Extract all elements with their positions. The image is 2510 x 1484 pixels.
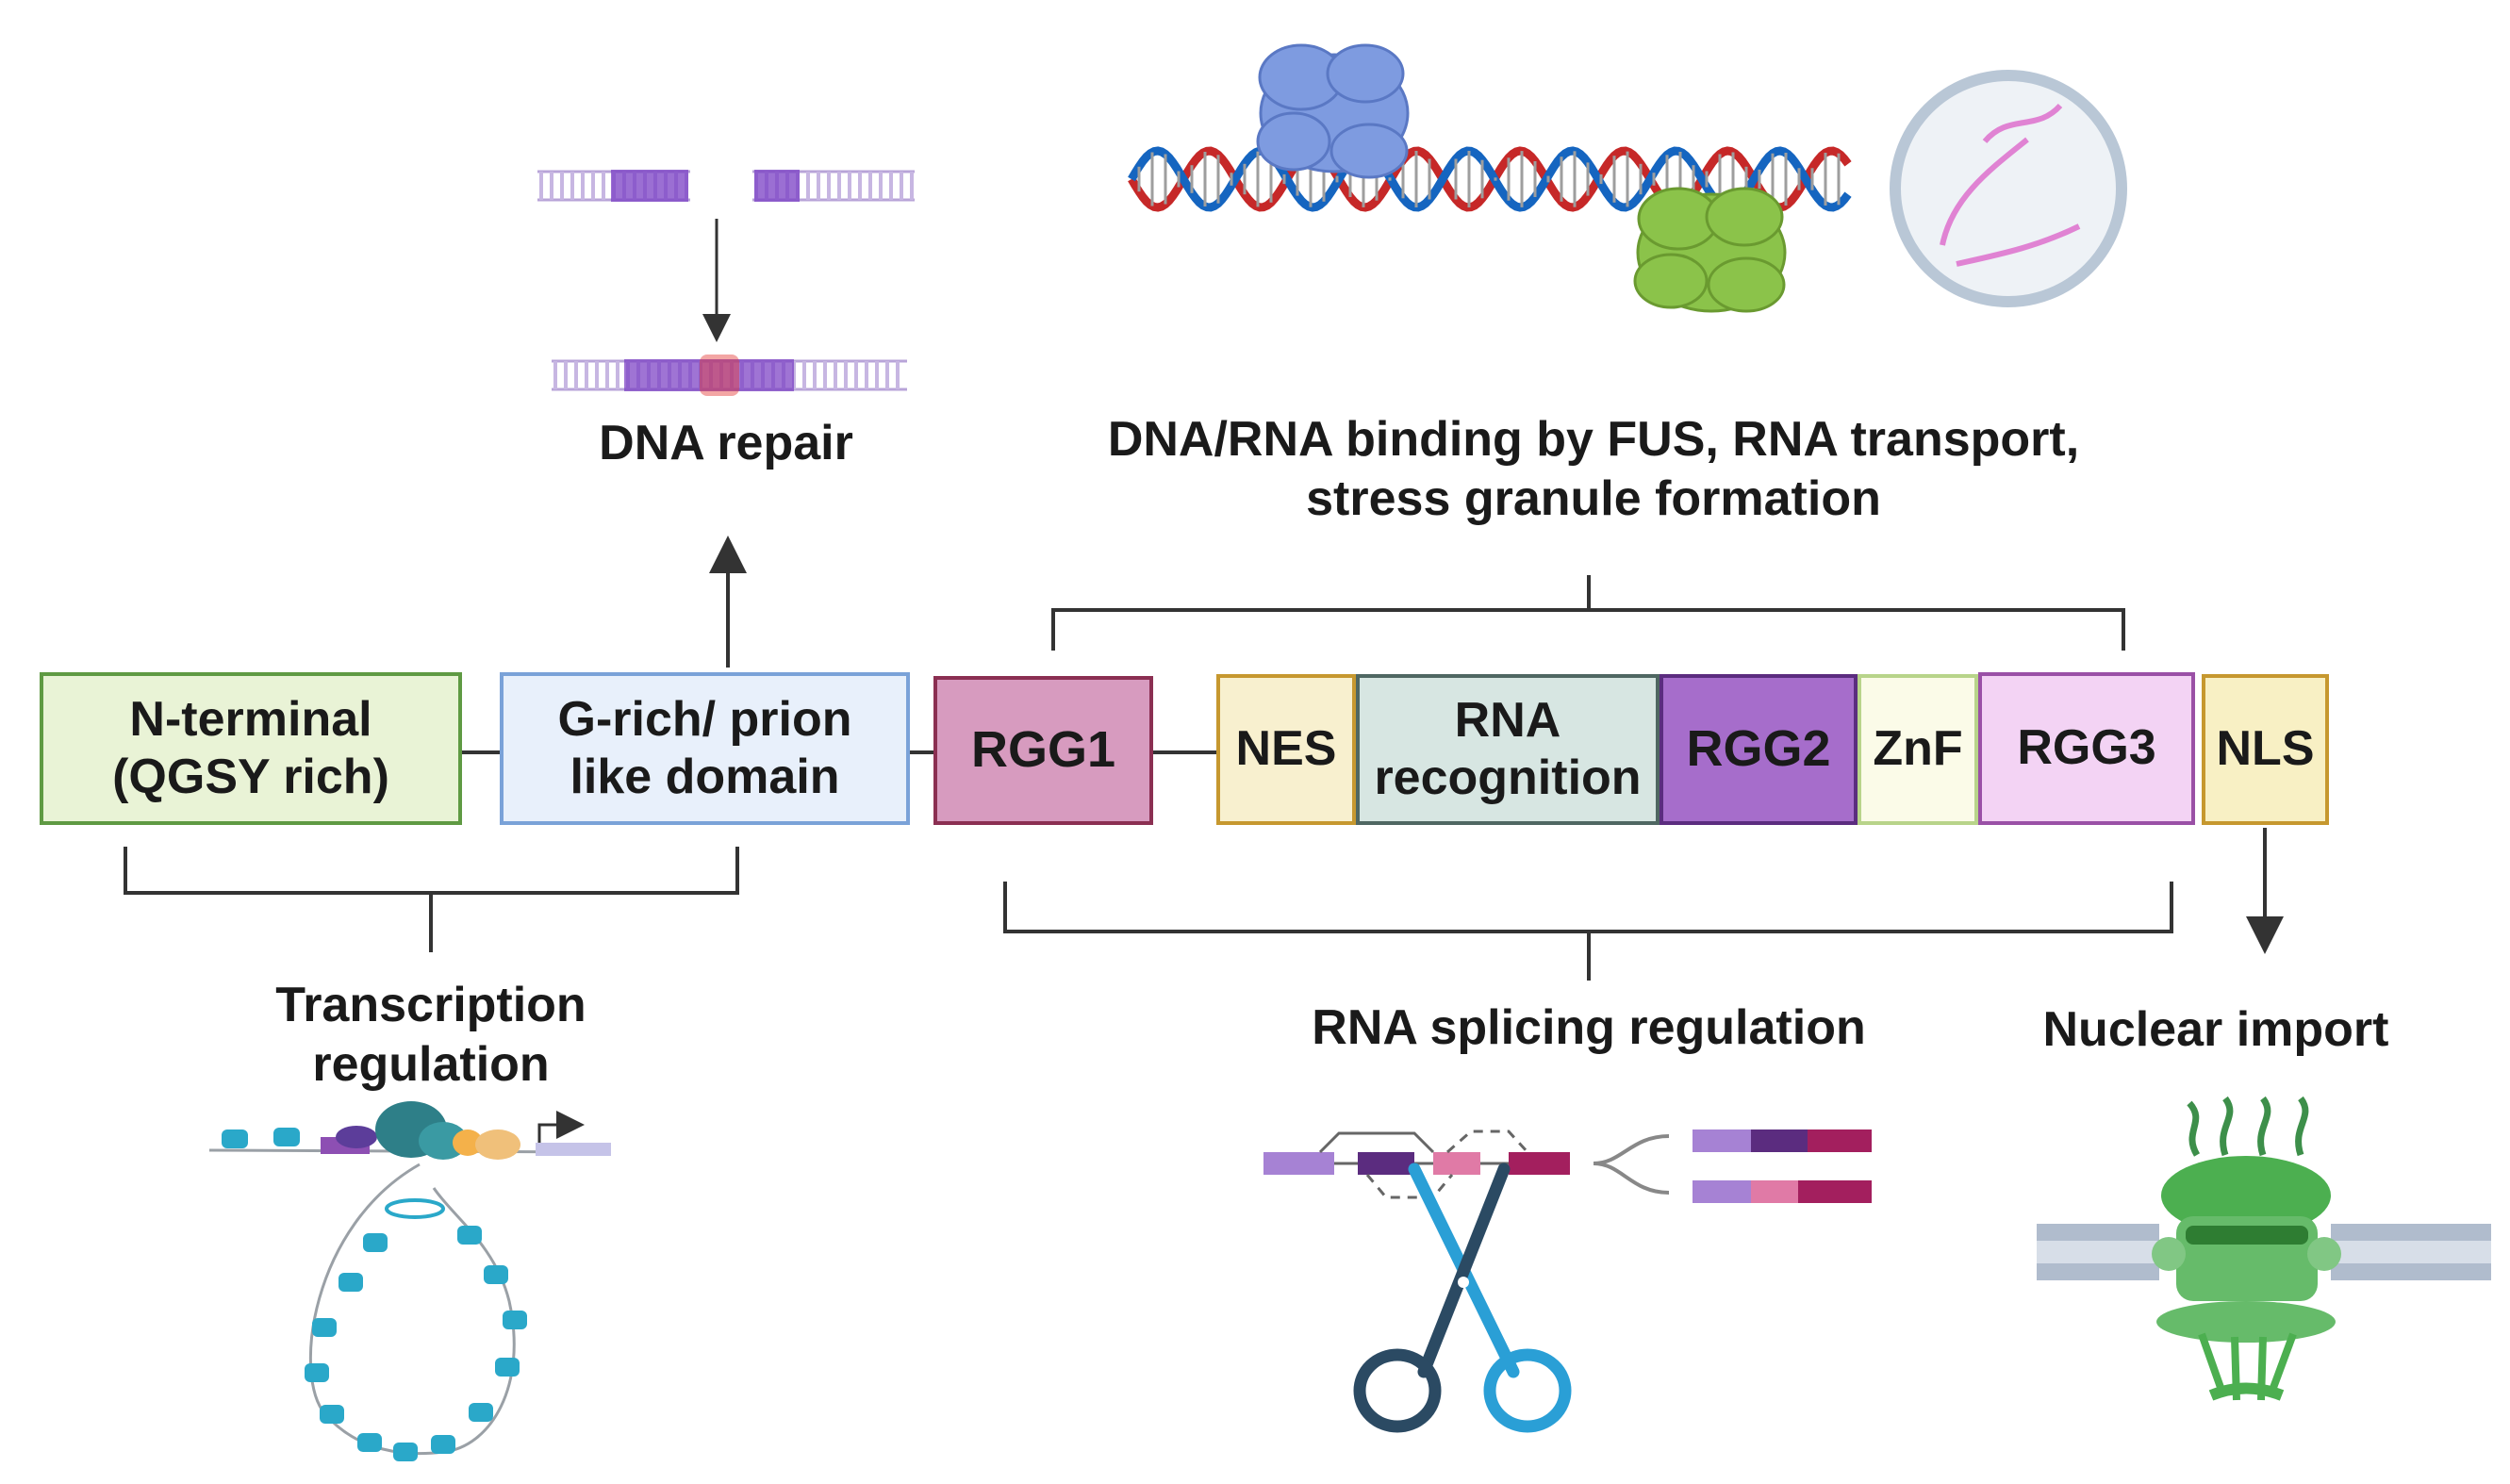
dna-repair-illustration (537, 170, 915, 396)
transcription-label-line2: regulation (312, 1037, 550, 1093)
rgg3-domain: RGG3 (1978, 672, 2195, 825)
splicing-illustration (1263, 1129, 1872, 1203)
transcription-label: Transcription regulation (233, 976, 629, 1096)
binding-label-line1: DNA/RNA binding by FUS, RNA transport, (1107, 412, 2080, 467)
rgg2-domain: RGG2 (1660, 674, 1858, 825)
rgg2-label: RGG2 (1686, 720, 1831, 778)
nes-label: NES (1235, 721, 1337, 777)
binding-bracket (1051, 575, 2125, 651)
binding-label: DNA/RNA binding by FUS, RNA transport, s… (1047, 410, 2140, 530)
transcription-label-line1: Transcription (275, 978, 586, 1032)
nuclear-import-label: Nuclear import (2042, 1002, 2389, 1057)
binding-label-line2: stress granule formation (1306, 471, 1881, 527)
znf-label: ZnF (1873, 721, 1963, 777)
g-rich-line1: G-rich/ prion (557, 691, 852, 747)
n-terminal-line1: N-terminal (129, 691, 372, 747)
nls-domain: NLS (2202, 674, 2329, 825)
znf-domain: ZnF (1858, 674, 1978, 825)
transcription-bracket (124, 847, 739, 952)
dna-helix-illustration (1128, 43, 1852, 313)
transcription-illustration (208, 1101, 611, 1461)
n-terminal-line2: (QGSY rich) (112, 750, 389, 804)
blue-protein-icon (1256, 43, 1410, 179)
rgg3-label: RGG3 (2017, 720, 2156, 776)
green-protein-icon (1633, 187, 1787, 313)
rna-recognition-line1: RNA (1454, 692, 1561, 748)
stress-granule-icon (1890, 70, 2127, 307)
nls-label: NLS (2216, 721, 2315, 777)
n-terminal-domain: N-terminal(QGSY rich) (40, 672, 462, 825)
splicing-label: RNA splicing regulation (1312, 1000, 1866, 1055)
nes-domain: NES (1216, 674, 1356, 825)
g-rich-line2: like domain (570, 750, 840, 804)
rgg1-label: RGG1 (970, 721, 1116, 779)
rna-recognition-line2: recognition (1374, 750, 1642, 805)
scissors-icon (1353, 1162, 1572, 1433)
rgg1-domain: RGG1 (933, 676, 1153, 825)
nuclear-pore-icon (2037, 1096, 2491, 1401)
dna-repair-label: DNA repair (599, 416, 853, 470)
splicing-bracket (1003, 882, 2173, 981)
